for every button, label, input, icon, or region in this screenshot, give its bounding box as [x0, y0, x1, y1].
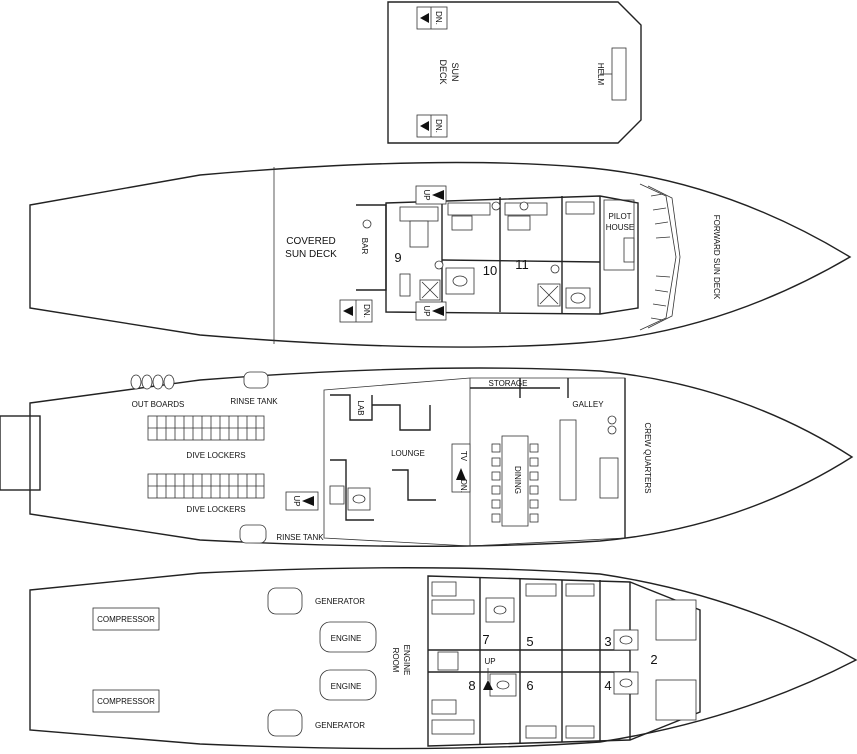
upper-deck: COVERED SUN DECK BAR	[29, 161, 852, 348]
sun-deck-stair-bottom[interactable]: DN.	[416, 114, 448, 138]
svg-text:DN.: DN.	[459, 479, 468, 493]
upper-stair-up-top[interactable]: UP	[415, 185, 447, 205]
cabin-6-label: 6	[526, 678, 533, 693]
generator-top	[267, 587, 303, 615]
svg-text:GENERATOR: GENERATOR	[315, 721, 365, 730]
toilet-icon	[352, 494, 366, 504]
stair-arrow-icon	[432, 306, 444, 316]
dining-table: DINING	[491, 435, 539, 527]
svg-text:COMPRESSOR: COMPRESSOR	[97, 697, 155, 706]
dive-lockers-top: DIVE LOCKERS	[147, 415, 265, 460]
toilet-icon	[619, 635, 633, 645]
svg-text:PILOT: PILOT	[608, 212, 631, 221]
storage-label: STORAGE	[489, 379, 528, 388]
dive-lockers-bottom: DIVE LOCKERS	[147, 473, 265, 514]
lower-deck: COMPRESSOR COMPRESSOR GENERATOR GENERATO…	[29, 567, 857, 750]
stair-arrow-icon	[456, 468, 466, 480]
sun-deck-label-2: DECK	[438, 59, 448, 84]
main-deck-hull	[29, 367, 854, 547]
cabin-2-label: 2	[650, 652, 657, 667]
svg-text:DN.: DN.	[434, 119, 443, 133]
svg-text:UP: UP	[422, 189, 431, 200]
outboards: OUT BOARDS	[130, 374, 185, 409]
cabin-10-label: 10	[483, 263, 497, 278]
svg-text:DIVE LOCKERS: DIVE LOCKERS	[186, 505, 245, 514]
svg-text:OUT BOARDS: OUT BOARDS	[132, 400, 185, 409]
engine-room-label-2: ROOM	[391, 648, 400, 673]
svg-text:DIVE LOCKERS: DIVE LOCKERS	[186, 451, 245, 460]
sun-deck-stair-top[interactable]: DN.	[416, 6, 448, 30]
upper-stair-dn[interactable]: DN.	[339, 299, 373, 323]
swim-platform	[0, 415, 41, 491]
svg-text:RINSE TANK: RINSE TANK	[276, 533, 324, 542]
cabin-3-label: 3	[604, 634, 611, 649]
svg-text:UP: UP	[292, 495, 301, 506]
toilet-icon	[496, 680, 510, 690]
toilet-icon	[452, 275, 468, 287]
svg-text:HOUSE: HOUSE	[606, 223, 634, 232]
compressor-top	[92, 607, 160, 631]
cabin-5-label: 5	[526, 634, 533, 649]
bar-label: BAR	[360, 238, 369, 255]
stair-arrow-icon	[432, 190, 444, 200]
compressor-bottom	[92, 689, 160, 713]
rinse-tank-top	[243, 371, 269, 389]
stair-arrow-icon	[343, 306, 353, 316]
galley-label: GALLEY	[572, 400, 604, 409]
upper-stair-up-bottom[interactable]: UP	[415, 301, 447, 321]
cabin-8-label: 8	[468, 678, 475, 693]
engine-bottom	[319, 669, 377, 701]
lower-stair-up[interactable]: UP	[483, 657, 496, 690]
cabin-9-label: 9	[394, 250, 401, 265]
helm-label: HELM	[596, 63, 605, 86]
svg-text:UP: UP	[484, 657, 495, 666]
lounge-label: LOUNGE	[391, 449, 425, 458]
helm-console	[611, 47, 627, 101]
upper-deck-hull	[29, 161, 852, 348]
lab-label: LAB	[356, 400, 365, 415]
svg-text:ENGINE: ENGINE	[331, 634, 362, 643]
main-deck: OUT BOARDS RINSE TANK RINSE TANK DIVE LO…	[0, 367, 854, 547]
svg-text:TV: TV	[459, 451, 468, 462]
svg-text:RINSE TANK: RINSE TANK	[230, 397, 278, 406]
crew-quarters-label: CREW QUARTERS	[643, 423, 652, 494]
sun-deck-label-1: SUN	[450, 62, 460, 81]
stair-arrow-icon	[420, 13, 429, 23]
engine-room-label-1: ENGINE	[402, 645, 411, 676]
svg-text:GENERATOR: GENERATOR	[315, 597, 365, 606]
covered-sun-deck-label-1: COVERED	[286, 236, 335, 247]
toilet-icon	[570, 292, 586, 304]
svg-text:DN.: DN.	[434, 11, 443, 25]
stair-arrow-icon	[483, 680, 493, 690]
svg-text:UP: UP	[422, 305, 431, 316]
generator-bottom	[267, 709, 303, 737]
svg-text:ENGINE: ENGINE	[331, 682, 362, 691]
sun-deck: HELM SUN DECK DN. DN.	[387, 1, 642, 144]
svg-text:COMPRESSOR: COMPRESSOR	[97, 615, 155, 624]
cabin-11-label: 11	[515, 257, 529, 272]
sun-deck-outline	[387, 1, 642, 144]
cabin-7-label: 7	[482, 632, 489, 647]
covered-sun-deck-label-2: SUN DECK	[285, 249, 337, 260]
cabin-4-label: 4	[604, 678, 611, 693]
forward-sun-deck-label: FORWARD SUN DECK	[712, 215, 721, 300]
svg-text:DN.: DN.	[362, 304, 371, 318]
stair-arrow-icon	[420, 121, 429, 131]
svg-text:DINING: DINING	[513, 466, 522, 494]
upper-cabins: 9 10 11	[385, 195, 639, 315]
toilet-icon	[619, 678, 633, 688]
engine-top	[319, 621, 377, 653]
toilet-icon	[493, 605, 507, 615]
stair-arrow-icon	[302, 496, 314, 506]
rinse-tank-bottom	[239, 524, 267, 544]
pilot-house: PILOT HOUSE	[603, 199, 635, 271]
lower-deck-hull	[29, 567, 857, 750]
bar-sink-icon	[362, 219, 372, 229]
main-tv-stair[interactable]: TV DN.	[451, 443, 471, 493]
main-stair-up[interactable]: UP	[285, 491, 319, 511]
